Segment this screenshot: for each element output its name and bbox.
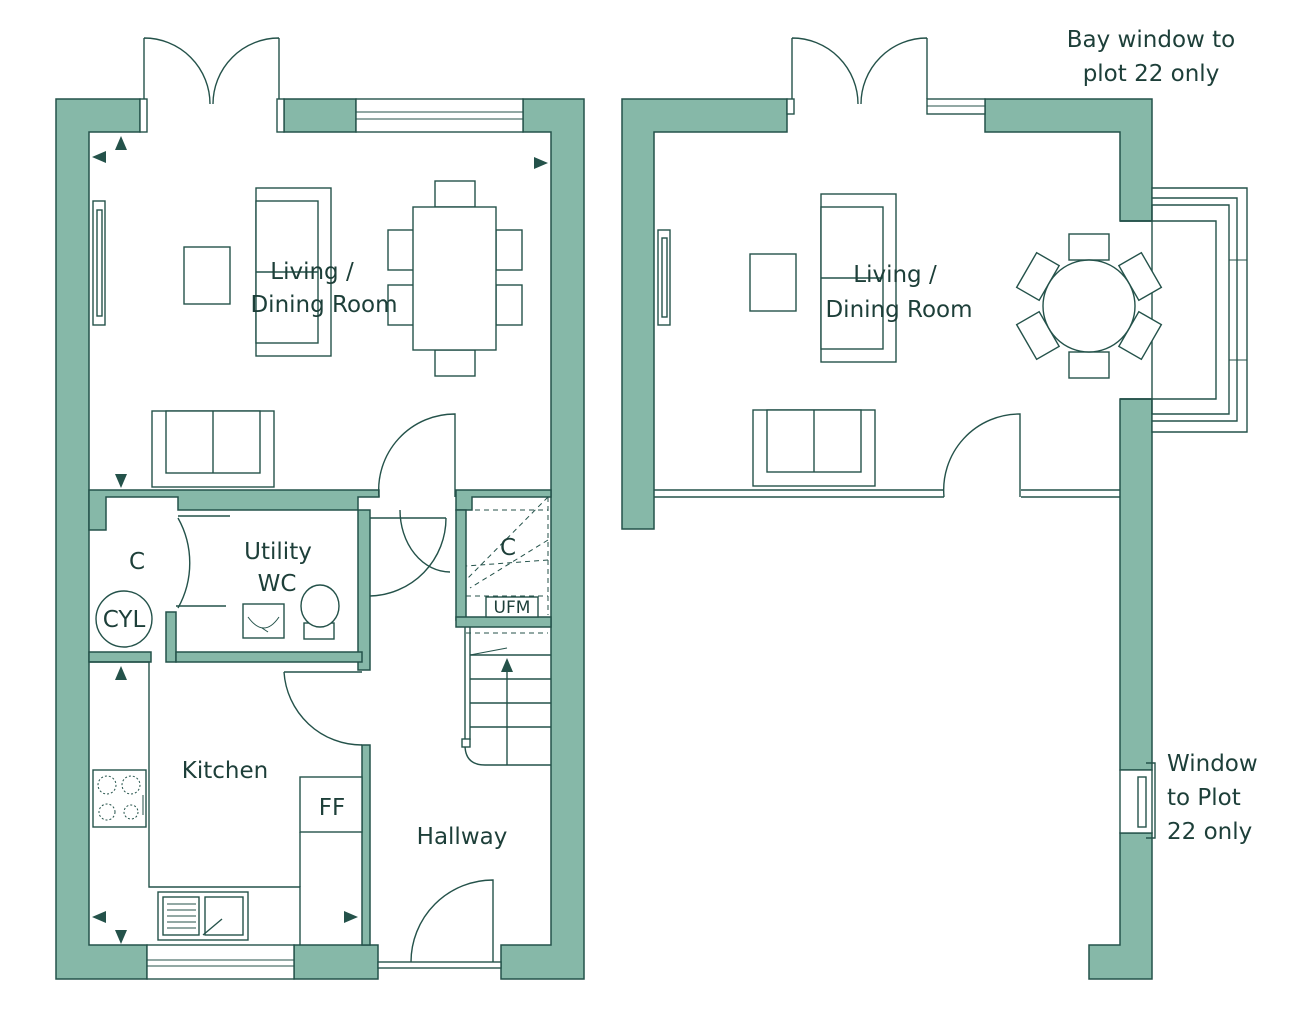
utility-label-2: WC <box>258 571 297 597</box>
hob <box>92 769 147 828</box>
living-room-door <box>377 413 456 498</box>
bay-window-note: Bay window to plot 22 only <box>1046 23 1256 91</box>
wc-basin <box>242 603 285 639</box>
ground-floor-plan: Living / Dining Room Utility WC C CYL C … <box>55 37 585 980</box>
rear-french-doors <box>139 37 285 133</box>
bay-plan-sofa-secondary <box>752 409 876 487</box>
fridge-freezer-label: FF <box>319 795 345 821</box>
front-door <box>377 879 502 969</box>
cylinder-label: CYL <box>103 607 146 633</box>
bay-window-note-line-2: plot 22 only <box>1082 61 1220 87</box>
utility-label-1: Utility <box>244 539 312 565</box>
bay-living-room-label-1: Living / <box>853 262 937 288</box>
kitchen-door <box>283 671 363 746</box>
bay-plan-sofa-main <box>820 193 897 363</box>
bay-window-plan: Living / Dining Room <box>621 37 1248 980</box>
cylinder-tank <box>95 590 153 648</box>
sofa-secondary <box>151 410 275 488</box>
coffee-table <box>183 246 231 305</box>
rear-window <box>355 98 524 133</box>
ufm-label: UFM <box>494 598 531 618</box>
cupboard-label: C <box>129 549 145 575</box>
dining-table <box>387 180 523 377</box>
bay-plan-tv-unit <box>657 229 671 326</box>
bay-living-room-label-2: Dining Room <box>825 297 972 323</box>
side-window-note-line-3: 22 only <box>1167 819 1253 845</box>
staircase <box>461 627 551 766</box>
understairs-cupboard-label: C <box>500 535 516 561</box>
bay-plan-french-doors <box>786 37 986 115</box>
understairs-cupboard <box>465 496 549 618</box>
bay-plan-coffee-table <box>749 253 797 312</box>
tv-unit <box>92 200 106 326</box>
side-window-note-line-1: Window <box>1167 751 1258 777</box>
sink <box>157 891 249 941</box>
side-window-note-line-2: to Plot <box>1167 785 1241 811</box>
utility-doors <box>176 509 451 609</box>
hallway-label: Hallway <box>417 824 508 850</box>
living-room-label-1: Living / <box>270 259 354 285</box>
ground-floor-walls <box>55 98 585 980</box>
bay-plan-walls <box>621 98 1153 980</box>
living-room-label-2: Dining Room <box>250 292 397 318</box>
bay-window-note-line-1: Bay window to <box>1066 27 1236 53</box>
side-window-note: Window to Plot 22 only <box>1167 747 1292 849</box>
kitchen-window <box>146 944 295 980</box>
kitchen-label: Kitchen <box>182 758 268 784</box>
dimension-arrows <box>92 136 548 944</box>
bay-window <box>1120 187 1248 433</box>
side-window <box>1119 762 1156 839</box>
round-dining-table <box>1015 233 1163 379</box>
sofa-main <box>255 187 332 357</box>
bay-plan-partition <box>654 413 1120 498</box>
wc-toilet <box>300 584 340 640</box>
kitchen-units <box>89 661 363 945</box>
